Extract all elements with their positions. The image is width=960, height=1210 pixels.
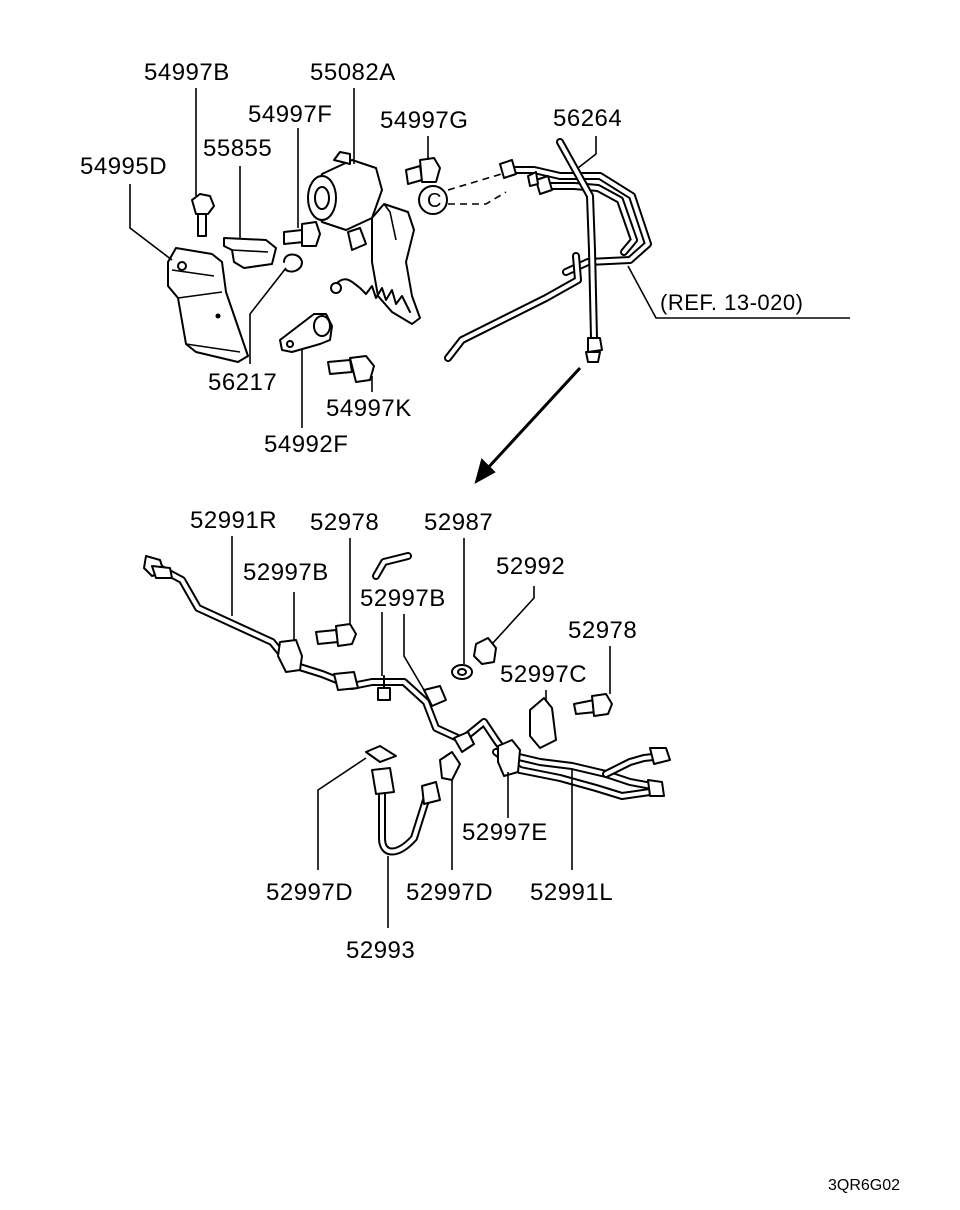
lower-leader-lines: [231, 536, 611, 928]
diagram-code: 3QR6G02: [828, 1177, 900, 1194]
label-52978-left: 52978: [310, 509, 379, 536]
label-54995d: 54995D: [80, 153, 167, 180]
brake-tube-56264: [444, 138, 652, 363]
label-56264: 56264: [553, 105, 622, 132]
bracket-54995d: [167, 247, 249, 363]
bolt-54997k: [327, 355, 375, 383]
label-circle-c: C: [427, 190, 441, 212]
label-54997k: 54997K: [326, 395, 412, 422]
clip-56217: [283, 253, 303, 273]
clip-52997b-left: [277, 639, 303, 673]
label-55855: 55855: [203, 135, 272, 162]
label-56217: 56217: [208, 369, 277, 396]
bolt-52978-left: [315, 623, 357, 647]
bolt-54997b: [191, 193, 215, 237]
bracket-54992f: [279, 313, 333, 353]
label-52997b-left: 52997B: [243, 559, 329, 586]
nut-52987: [451, 664, 473, 680]
label-52997b-center: 52997B: [360, 585, 446, 612]
label-52997d-left: 52997D: [266, 879, 353, 906]
label-52997d-right: 52997D: [406, 879, 493, 906]
label-ref-13-020: (REF. 13-020): [660, 290, 803, 315]
reference-circle-c: [418, 171, 509, 215]
label-52991l: 52991L: [530, 879, 613, 906]
label-52987: 52987: [424, 509, 493, 536]
label-52993: 52993: [346, 937, 415, 964]
bracket-52997c: [529, 697, 557, 749]
label-52997c: 52997C: [500, 661, 587, 688]
label-52992: 52992: [496, 553, 565, 580]
label-54997f: 54997F: [248, 101, 332, 128]
clip-52997b-center: [333, 671, 447, 707]
label-55082a: 55082A: [310, 59, 396, 86]
brake-hose-52993: [371, 767, 441, 856]
bolt-54997f: [283, 221, 321, 247]
label-52991r: 52991R: [190, 507, 277, 534]
label-54992f: 54992F: [264, 431, 348, 458]
label-54997b: 54997B: [144, 59, 230, 86]
label-54997g: 54997G: [380, 107, 468, 134]
bolt-52978-right: [573, 693, 613, 717]
direction-arrow: [474, 366, 582, 485]
upper-leader-lines: [129, 88, 850, 428]
label-52997e: 52997E: [462, 819, 548, 846]
label-52978-right: 52978: [568, 617, 637, 644]
proportioning-valve-55082a: [307, 151, 421, 325]
clip-52997e: [453, 731, 521, 777]
bolt-54997g: [405, 157, 441, 185]
clip-52997d: [365, 745, 461, 781]
tube-segment-vertical: [372, 552, 412, 701]
bracket-55855: [223, 237, 277, 269]
grommet-52992: [473, 637, 497, 665]
